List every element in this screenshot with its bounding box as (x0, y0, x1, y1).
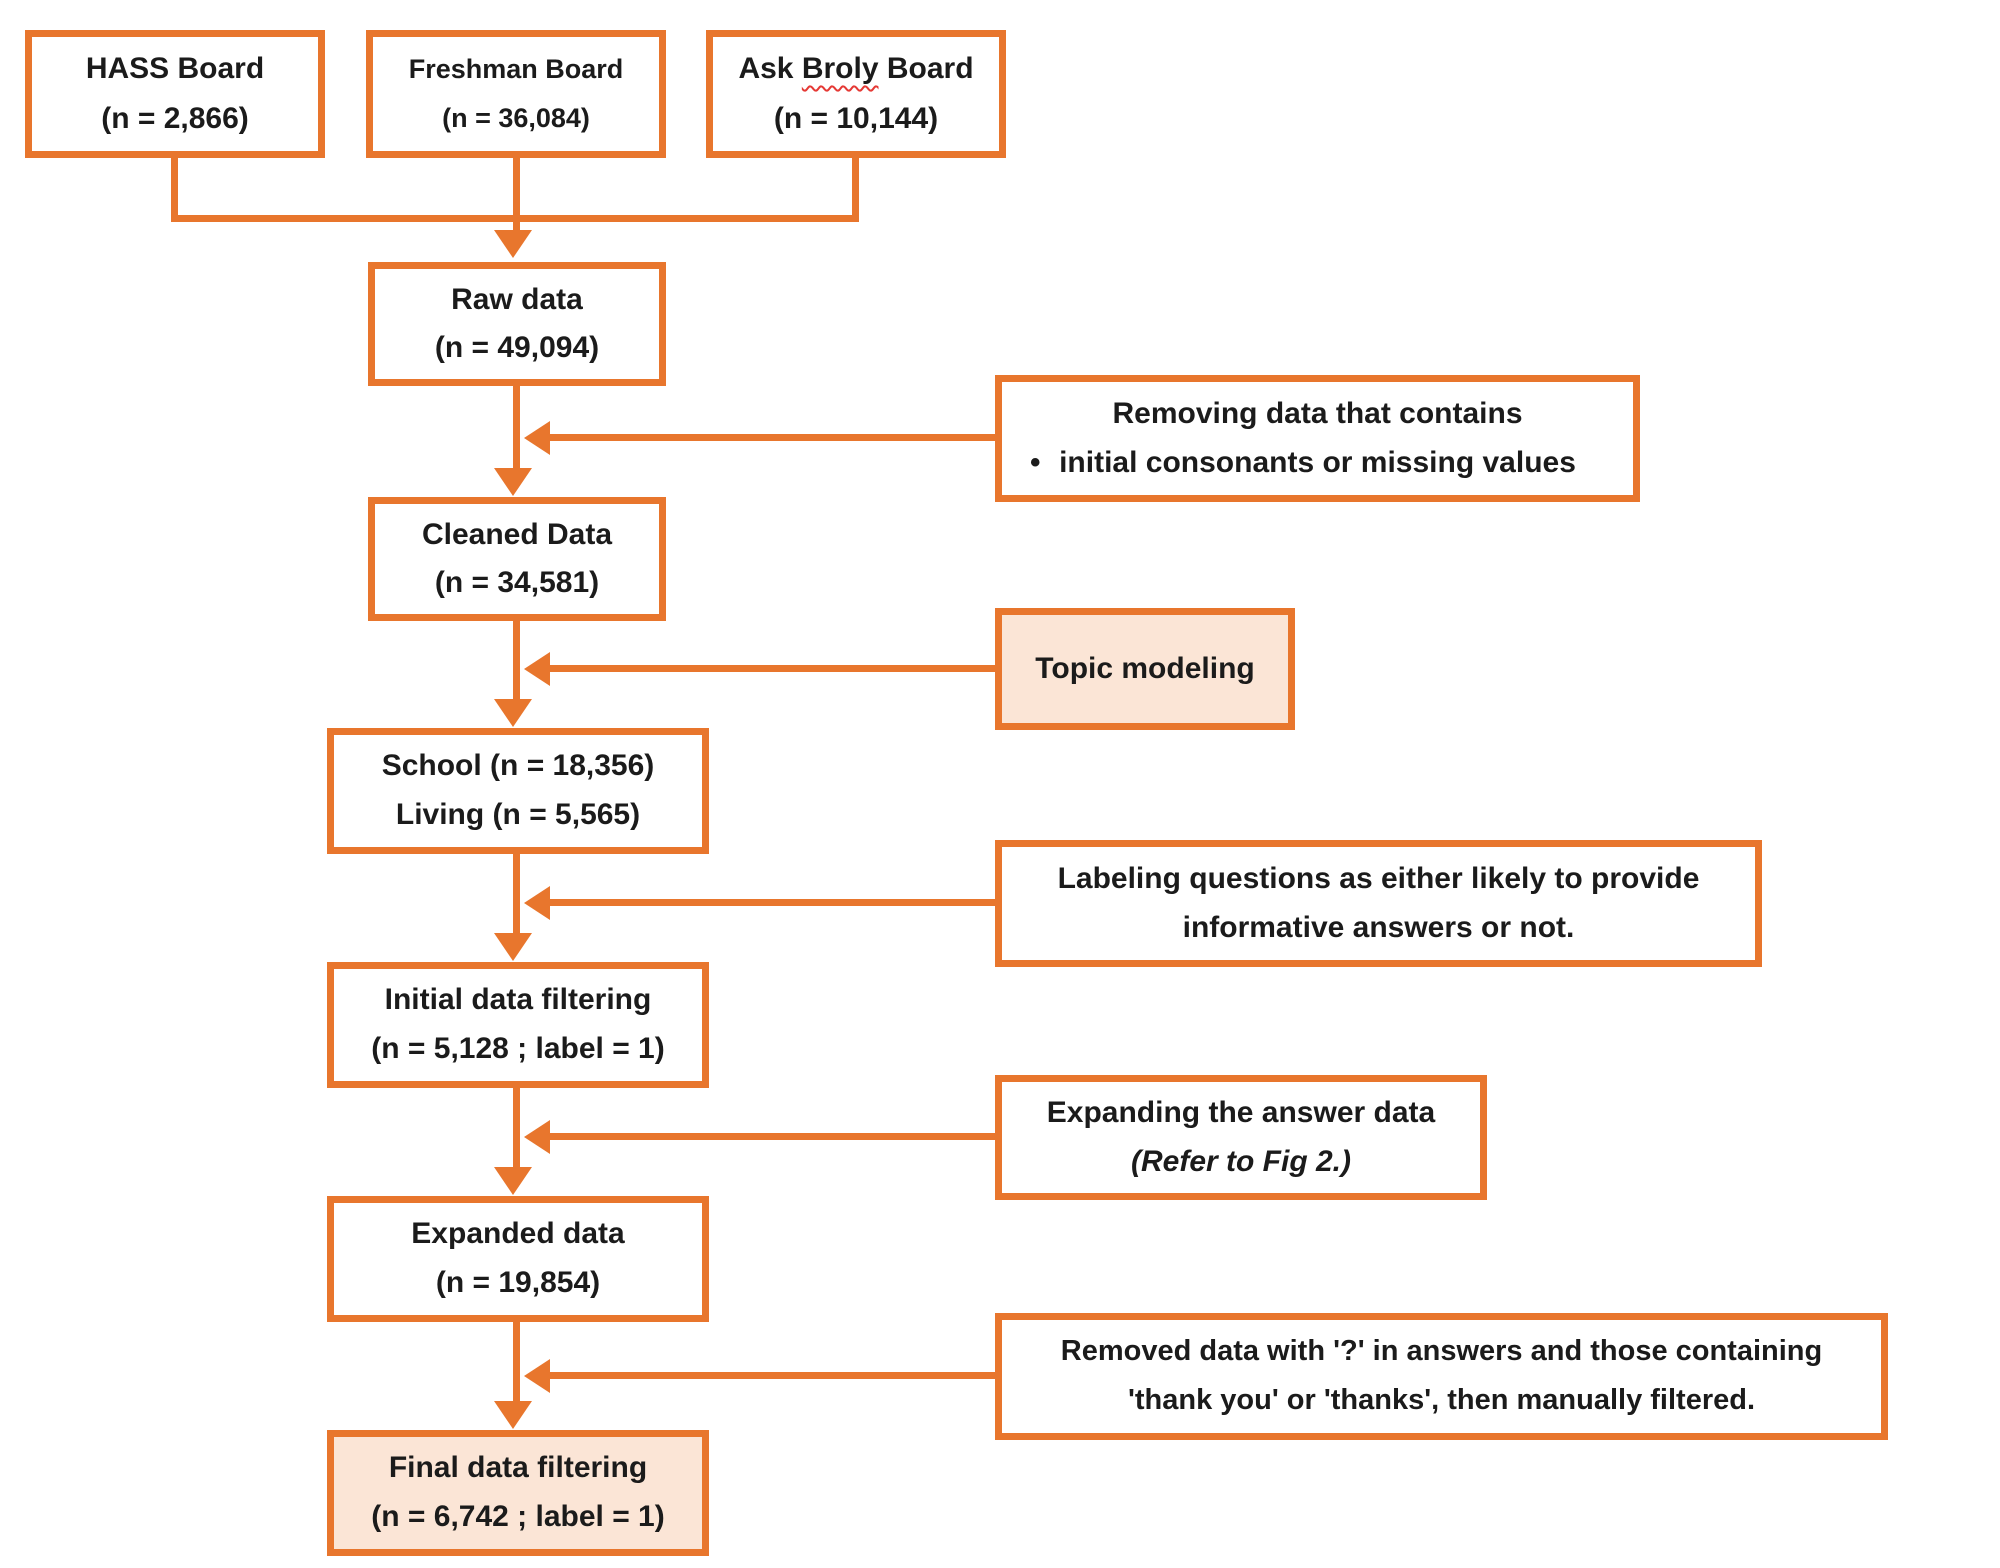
source-box-freshman: Freshman Board (n = 36,084) (366, 30, 666, 158)
annotation-box-expanding: Expanding the answer data (Refer to Fig … (995, 1075, 1487, 1200)
annotation-box-removing-data: Removing data that contains • initial co… (995, 375, 1640, 502)
annotation-box-topic-modeling: Topic modeling (995, 608, 1295, 730)
source-box-ask-broly: Ask Broly Board (n = 10,144) (706, 30, 1006, 158)
annotation-line (550, 1133, 995, 1140)
connector-line (171, 158, 178, 222)
stage-count: (n = 5,128 ; label = 1) (371, 1032, 665, 1066)
arrow-down-icon (494, 1167, 532, 1195)
bullet-icon: • (1030, 445, 1041, 479)
stage-box-final-filtering: Final data filtering (n = 6,742 ; label … (327, 1430, 709, 1556)
misspelled-word: Broly (801, 52, 879, 85)
stage-box-raw-data: Raw data (n = 49,094) (368, 262, 666, 386)
stage-title: Raw data (451, 282, 583, 316)
arrow-down-icon (494, 1401, 532, 1429)
source-count: (n = 10,144) (773, 101, 939, 135)
arrow-down-icon (494, 230, 532, 258)
annotation-text: Topic modeling (1035, 651, 1255, 685)
source-count: (n = 36,084) (442, 102, 590, 133)
arrow-left-icon (524, 1120, 550, 1154)
arrow-down-icon (494, 699, 532, 727)
stage-box-cleaned-data: Cleaned Data (n = 34,581) (368, 497, 666, 621)
annotation-text: Removed data with '?' in answers and tho… (1060, 1335, 1823, 1368)
stage-title: Expanded data (411, 1217, 625, 1251)
connector-line (852, 158, 859, 222)
stage-box-school-living: School (n = 18,356) Living (n = 5,565) (327, 728, 709, 854)
flow-line (513, 1088, 520, 1168)
annotation-bullet-line: • initial consonants or missing values (1002, 446, 1633, 481)
connector-line (513, 158, 520, 232)
source-title-part: Board (886, 52, 974, 85)
annotation-box-removed-data: Removed data with '?' in answers and tho… (995, 1313, 1888, 1440)
arrow-left-icon (524, 652, 550, 686)
stage-count: (n = 19,854) (435, 1266, 601, 1300)
stage-box-initial-filtering: Initial data filtering (n = 5,128 ; labe… (327, 962, 709, 1088)
arrow-down-icon (494, 468, 532, 496)
annotation-box-labeling: Labeling questions as either likely to p… (995, 840, 1762, 967)
stage-box-expanded-data: Expanded data (n = 19,854) (327, 1196, 709, 1322)
flow-line (513, 1322, 520, 1402)
arrow-left-icon (524, 1359, 550, 1393)
annotation-text: informative answers or not. (1182, 910, 1575, 944)
arrow-down-icon (494, 933, 532, 961)
flow-line (513, 386, 520, 470)
annotation-line (550, 899, 995, 906)
annotation-line (550, 665, 995, 672)
annotation-text: Removing data that contains (1112, 396, 1523, 430)
annotation-text: initial consonants or missing values (1059, 445, 1576, 479)
source-title: Freshman Board (408, 54, 624, 85)
source-title: HASS Board (85, 52, 265, 85)
source-title: Ask Broly Board (738, 52, 973, 87)
stage-title: Final data filtering (388, 1451, 648, 1485)
source-count: (n = 2,866) (101, 101, 249, 135)
stage-count: Living (n = 5,565) (395, 798, 641, 832)
stage-count: (n = 49,094) (434, 330, 600, 364)
flow-line (513, 854, 520, 934)
source-box-hass: HASS Board (n = 2,866) (25, 30, 325, 158)
stage-title: Initial data filtering (384, 983, 652, 1017)
annotation-line (550, 1372, 995, 1379)
stage-count: (n = 6,742 ; label = 1) (371, 1500, 665, 1534)
annotation-text: 'thank you' or 'thanks', then manually f… (1127, 1384, 1756, 1417)
annotation-line (550, 434, 995, 441)
stage-title: School (n = 18,356) (381, 749, 655, 783)
annotation-text: Expanding the answer data (1046, 1096, 1436, 1129)
stage-title: Cleaned Data (421, 517, 613, 551)
arrow-left-icon (524, 421, 550, 455)
arrow-left-icon (524, 886, 550, 920)
stage-count: (n = 34,581) (434, 565, 600, 599)
annotation-text-italic: (Refer to Fig 2.) (1130, 1144, 1351, 1178)
flow-line (513, 621, 520, 701)
source-title-part: Ask (738, 52, 794, 85)
annotation-text: Labeling questions as either likely to p… (1057, 861, 1700, 895)
